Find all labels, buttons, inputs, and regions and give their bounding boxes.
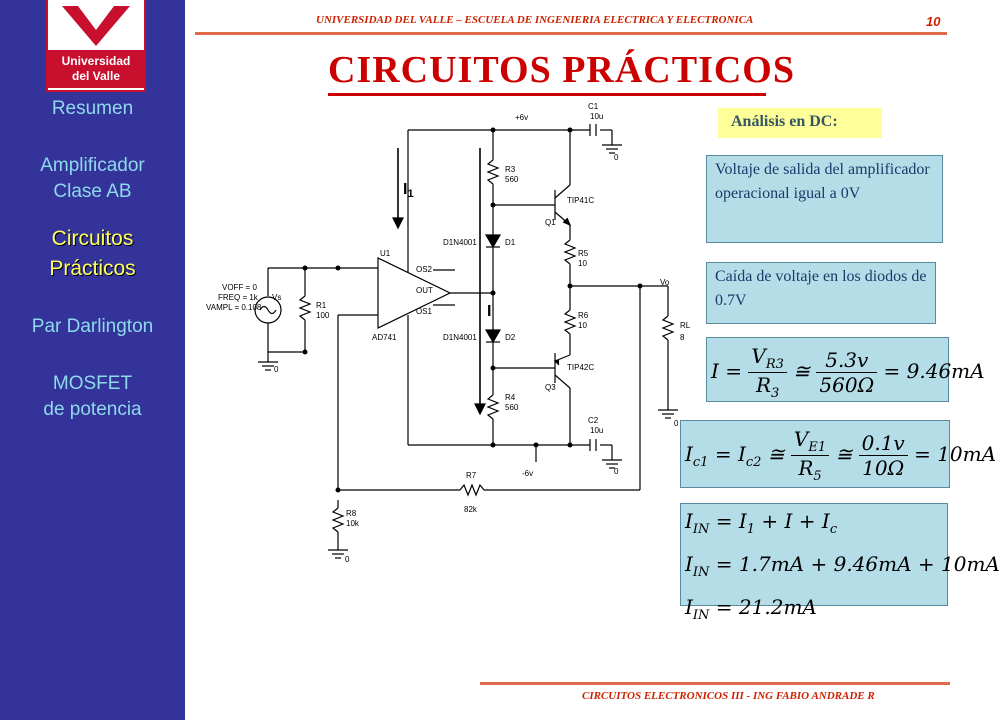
label-freq: FREQ = 1k [218, 293, 259, 302]
label-d2: D2 [505, 333, 516, 342]
label-current-i: I [487, 303, 491, 320]
label-r4: R4 [505, 393, 516, 402]
note-diode-drop: Caída de voltaje en los diodos de 0.7V [706, 262, 936, 324]
label-out: OUT [416, 286, 433, 295]
label-gnd-2: 0 [614, 153, 619, 162]
label-r4-value: 560 [505, 403, 519, 412]
label-u1-type: AD741 [372, 333, 397, 342]
nav-amplificador-clase-ab[interactable]: Amplificador Clase AB [40, 155, 145, 202]
label-r1-value: 100 [316, 311, 330, 320]
label-gnd-5: 0 [345, 555, 350, 564]
label-vs: Vs [272, 293, 281, 302]
sidebar: Universidad del Valle Resumen Amplificad… [0, 0, 185, 720]
label-d1-type: D1N4001 [443, 238, 477, 247]
label-r8-value: 10k [346, 519, 360, 528]
label-r6: R6 [578, 311, 589, 320]
nav-resumen[interactable]: Resumen [51, 98, 134, 119]
label-q3: Q3 [545, 383, 556, 392]
label-c1: C1 [588, 102, 599, 111]
label-r5: R5 [578, 249, 589, 258]
label-vo: Vo [660, 278, 670, 287]
label-vampl: VAMPL = 0.108 [206, 303, 262, 312]
page-number: 10 [926, 14, 941, 29]
label-voff: VOFF = 0 [222, 283, 257, 292]
label-r6-value: 10 [578, 321, 587, 330]
label-c2: C2 [588, 416, 599, 425]
equation-3: IIN = I1 + I + Ic IIN = 1.7mA + 9.46mA +… [685, 509, 1000, 623]
label-r3: R3 [505, 165, 516, 174]
logo-line-1: Universidad [61, 54, 131, 68]
header-university: UNIVERSIDAD DEL VALLE – ESCUELA DE INGEN… [316, 14, 754, 26]
label-r3-value: 560 [505, 175, 519, 184]
label-u1: U1 [380, 249, 391, 258]
label-q1-type: TIP41C [567, 196, 594, 205]
nav-par-darlington[interactable]: Par Darlington [31, 316, 154, 337]
title-underline [328, 93, 766, 96]
label-gnd-1: 0 [274, 365, 279, 374]
label-d2-type: D1N4001 [443, 333, 477, 342]
label-os2: OS2 [416, 265, 433, 274]
label-rl-value: 8 [680, 333, 685, 342]
label-r5-value: 10 [578, 259, 587, 268]
university-logo: Universidad del Valle [46, 0, 146, 92]
label-d1: D1 [505, 238, 516, 247]
footer-divider [480, 682, 950, 685]
label-os1: OS1 [416, 307, 433, 316]
label-vminus: -6v [522, 469, 533, 478]
logo-line-2: del Valle [71, 69, 121, 83]
label-current-i1: I1 [403, 181, 414, 200]
label-r7-value: 82k [464, 505, 478, 514]
nav-circuitos-practicos[interactable]: Circuitos Prácticos [49, 227, 136, 280]
label-c1-value: 10u [590, 112, 603, 121]
label-r8: R8 [346, 509, 357, 518]
analysis-label: Análisis en DC: [718, 108, 882, 138]
page-title: CIRCUITOS PRÁCTICOS [328, 49, 796, 91]
footer-text: CIRCUITOS ELECTRONICOS III - ING FABIO A… [582, 690, 875, 702]
label-r7: R7 [466, 471, 477, 480]
label-gnd-4: 0 [674, 419, 679, 428]
label-rl: RL [680, 321, 691, 330]
equation-box-3: IIN = I1 + I + Ic IIN = 1.7mA + 9.46mA +… [680, 503, 1000, 623]
label-c2-value: 10u [590, 426, 603, 435]
label-r1: R1 [316, 301, 327, 310]
header-divider [195, 32, 947, 35]
circuit-schematic: +6v -6v C1 10u C2 10u R3 560 R4 560 R5 1… [206, 102, 691, 564]
label-gnd-3: 0 [614, 467, 619, 476]
note-output-voltage: Voltaje de salida del amplificador opera… [706, 155, 943, 243]
nav-mosfet-de-potencia[interactable]: MOSFET de potencia [43, 373, 142, 420]
logo-text: Universidad del Valle [48, 50, 144, 88]
logo-emblem-icon [62, 6, 130, 46]
label-q1: Q1 [545, 218, 556, 227]
label-q3-type: TIP42C [567, 363, 594, 372]
label-vplus: +6v [515, 113, 528, 122]
